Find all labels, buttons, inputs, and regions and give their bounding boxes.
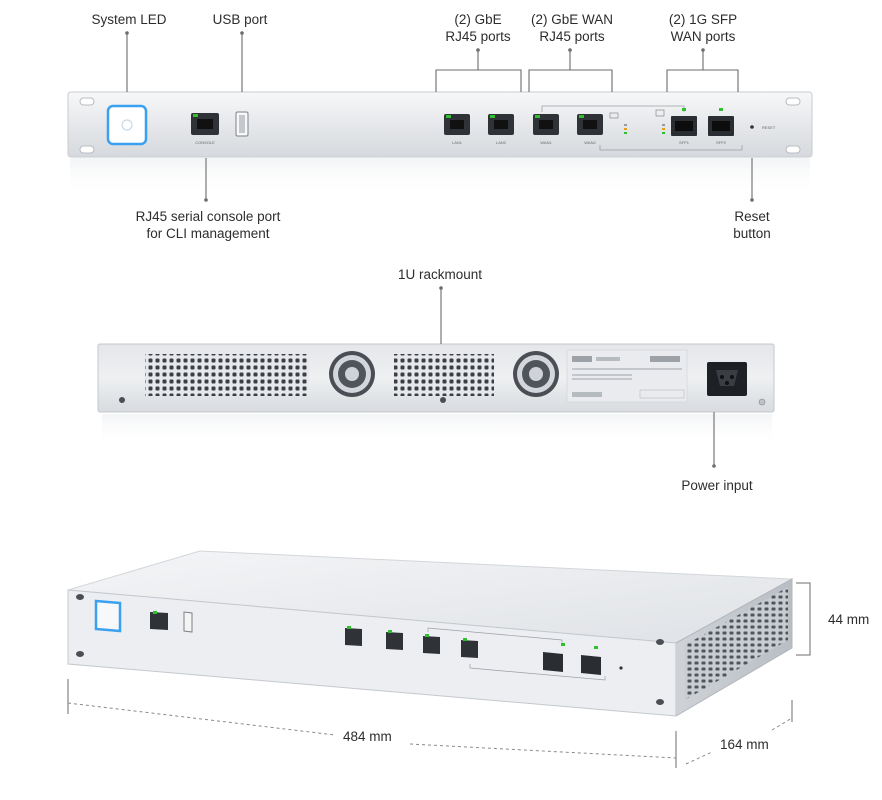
chassis-front-face [67,589,677,717]
system-led-icon [94,599,122,633]
port-label-lan2: LAN2 [496,140,507,145]
rack-slot-icon [79,97,95,106]
system-led-icon [106,104,148,146]
rear-vent-left [145,354,309,396]
port-label-sfp2: SFP2 [716,140,727,145]
usb-port-icon [183,611,193,633]
label-sfp-wan-ports: (2) 1G SFP WAN ports [643,11,763,45]
wan1-port-icon [533,114,559,135]
lan1-port-icon [444,114,470,135]
label-reset-button: Reset button [712,208,792,242]
width-dash-left [67,702,336,736]
dimension-lines [67,582,811,768]
lan1-port-icon [345,628,362,646]
sfp2-port-icon [708,116,734,136]
rack-slot-icon [785,145,801,154]
label-gbe-wan-line2: RJ45 ports [539,29,605,44]
ubiquiti-logo-icon [121,119,133,131]
front-chassis [67,91,813,158]
wan2-port-icon [577,114,603,135]
sfp-mode-icon [655,109,665,117]
port-label-lan1: LAN1 [452,140,463,145]
ground-screw-icon [758,398,766,406]
label-power-input: Power input [681,478,753,493]
label-console-line1: RJ45 serial console port [135,209,281,224]
ground-screw-icon [440,397,446,403]
ground-screw-icon [119,397,125,403]
label-gbe-wan-ports: (2) GbE WAN RJ45 ports [512,11,632,45]
label-console-line2: for CLI management [146,226,270,241]
label-system-led: System LED [91,12,167,27]
wan1-port-icon [423,636,440,654]
label-reset-line2: button [733,226,771,241]
port-mode-icon [609,112,619,119]
label-gbe-lan-line2: RJ45 ports [445,29,511,44]
label-gbe-wan-line1: (2) GbE WAN [530,12,613,27]
reset-label: RESET [762,125,776,130]
label-reset-line1: Reset [734,209,770,224]
sfp1-port-icon [671,116,697,136]
reset-hole-icon [619,666,623,670]
label-rackmount: 1U rackmount [397,267,483,282]
wan2-port-icon [461,640,478,658]
height-bracket [796,582,811,656]
rear-reflection [102,414,772,448]
label-sfp-line2: WAN ports [670,29,736,44]
label-usb-port: USB port [212,12,268,27]
front-reflection [70,158,810,198]
port-label-console: CONSOLE [195,140,215,145]
front-view: CONSOLE LAN1 LAN2 WAN1 WA [67,91,813,198]
dimension-height: 44 mm [828,612,870,627]
depth-dash-left [685,751,713,765]
port-label-wan1: WAN1 [540,140,552,145]
label-gbe-lan-line1: (2) GbE [454,12,502,27]
front-callouts [125,31,754,202]
port-label-wan2: WAN2 [584,140,596,145]
rear-view [97,343,775,448]
port-label-sfp1: SFP1 [679,140,690,145]
label-console-port: RJ45 serial console port for CLI managem… [98,208,318,242]
power-inlet-icon [707,362,747,396]
dimension-width: 484 mm [343,729,392,744]
sfp2-port-icon [581,655,601,675]
side-vent [685,587,788,700]
dimension-depth: 164 mm [720,737,769,752]
console-port-icon [150,612,168,630]
rear-callouts [439,286,716,468]
label-sfp-line1: (2) 1G SFP [668,12,738,27]
rear-vent-middle [394,354,494,396]
width-dash-right [409,743,677,759]
reset-hole-icon [750,125,754,129]
console-port-socket-icon [197,119,213,129]
rack-slot-icon [79,145,95,154]
fan-right-icon [513,351,559,397]
label-gbe-lan-ports: (2) GbE RJ45 ports [418,11,538,45]
depth-dash-right [771,717,793,731]
rack-slot-icon [785,97,801,106]
fan-left-icon [329,351,375,397]
perspective-view [67,550,794,717]
lan2-port-icon [386,632,403,650]
sfp1-port-icon [543,652,563,672]
lan2-port-icon [488,114,514,135]
